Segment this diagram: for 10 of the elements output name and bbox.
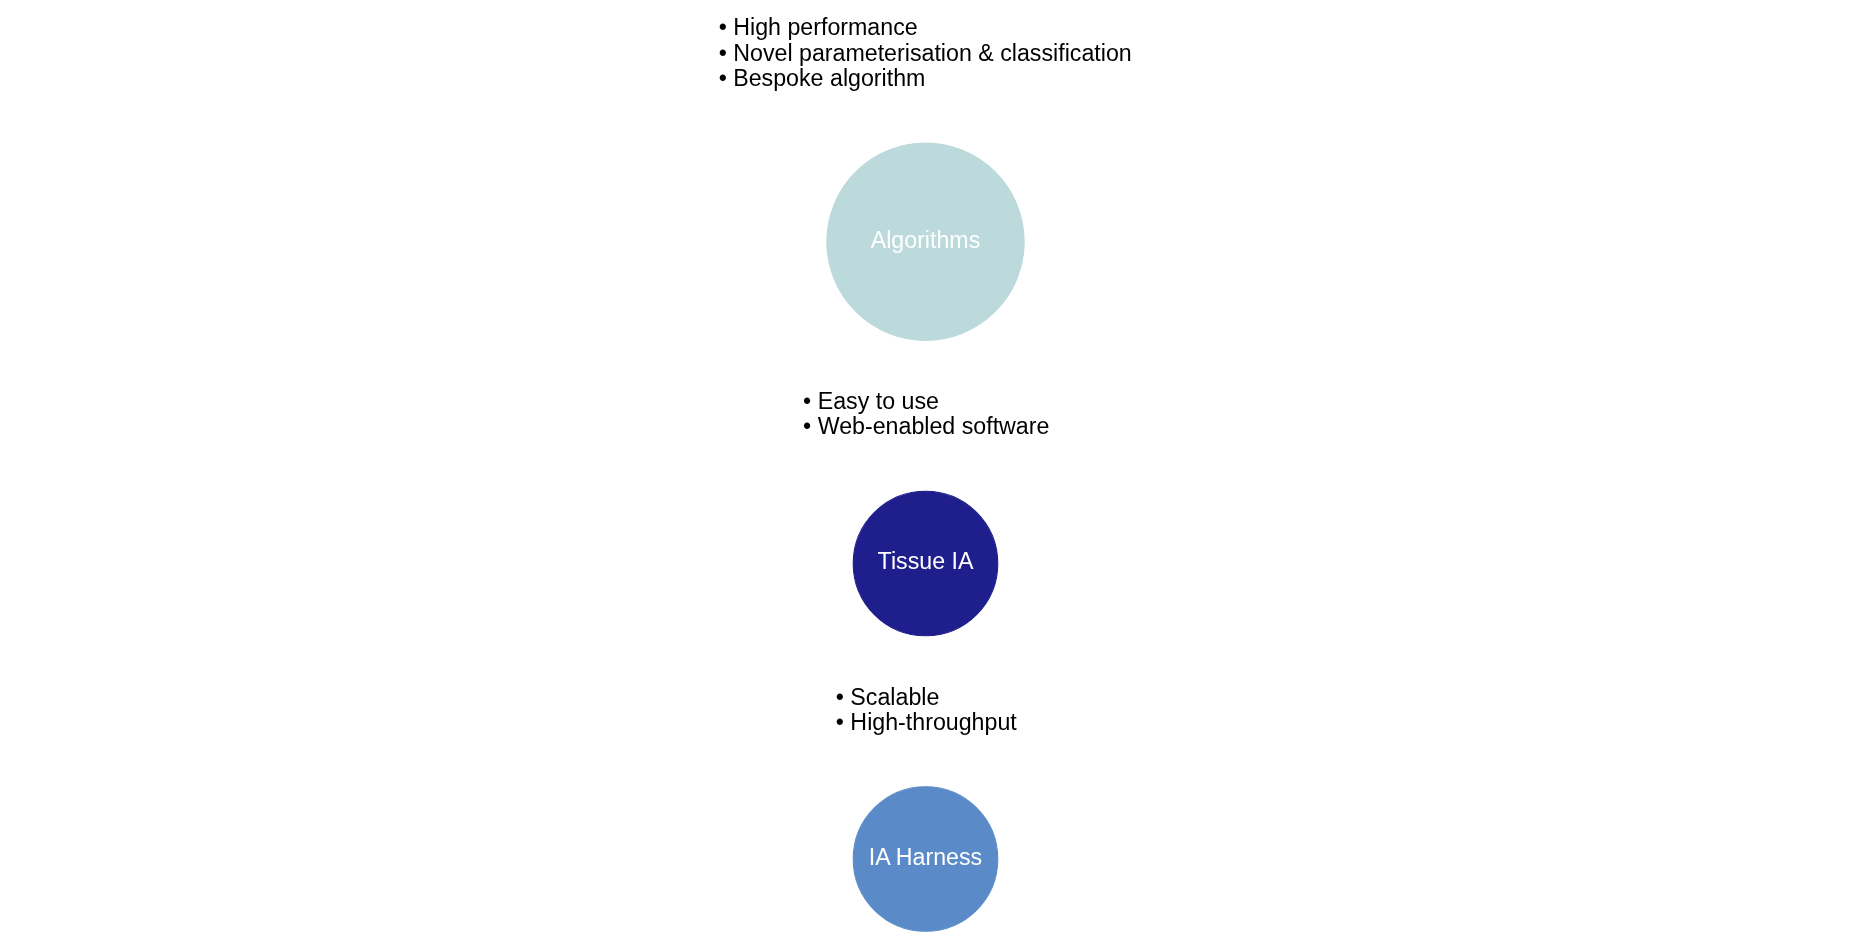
node-label: • Web-enabled software bbox=[802, 413, 1049, 440]
node-circle: Algorithms bbox=[825, 142, 1025, 341]
node-label: • Novel parameterisation & classification bbox=[718, 39, 1132, 66]
node-circle: Tissue IA bbox=[852, 490, 998, 637]
node-circle: IA Harness bbox=[852, 786, 998, 932]
node-label: • Scalable bbox=[835, 683, 939, 710]
node-label: • Easy to use bbox=[802, 388, 939, 415]
node-label: • Bespoke algorithm bbox=[718, 65, 925, 92]
node-label: • High-throughput bbox=[835, 708, 1017, 735]
node-label: • High performance bbox=[718, 14, 918, 41]
